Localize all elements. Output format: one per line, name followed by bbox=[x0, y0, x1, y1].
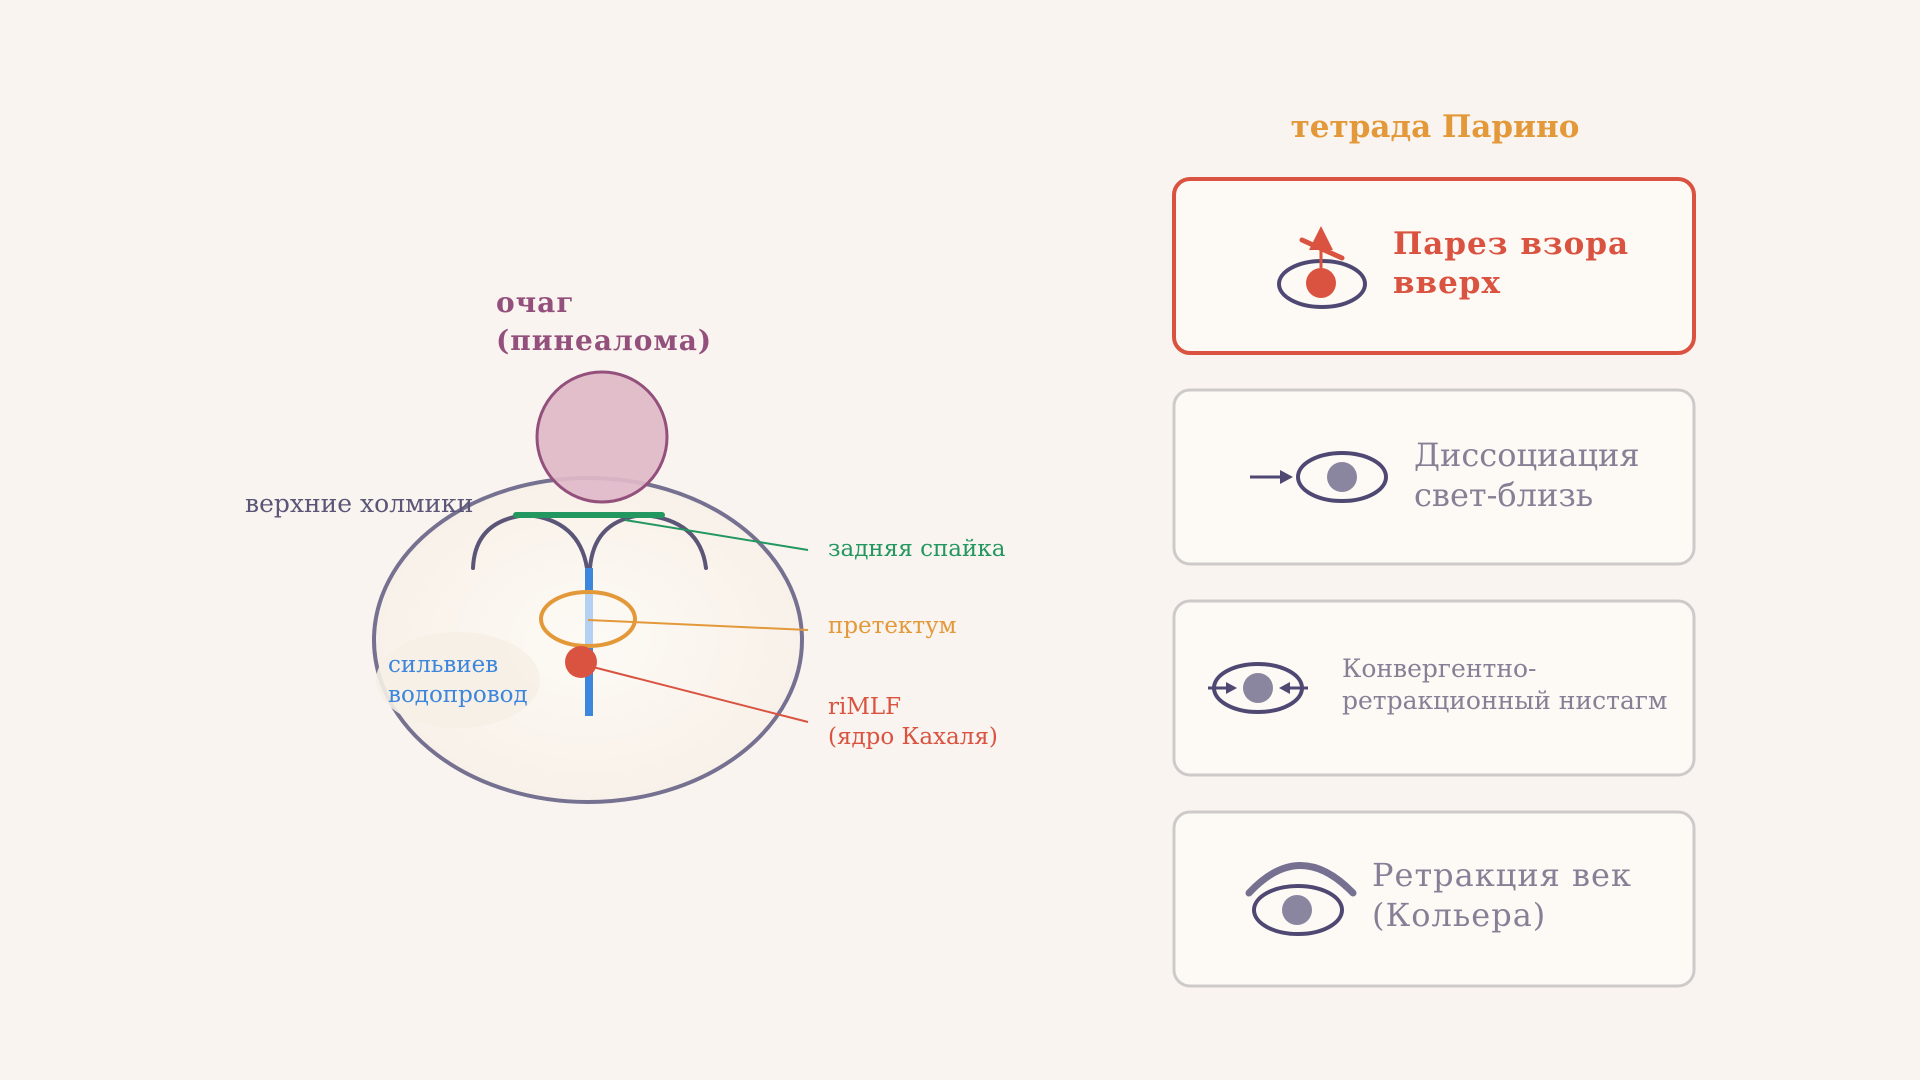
pinealoma-lesion bbox=[535, 370, 669, 504]
aqueduct-label-halo bbox=[376, 632, 540, 728]
lesion-label-line1: очаг bbox=[496, 286, 574, 319]
pretectum bbox=[539, 590, 637, 648]
lesion-label-line2: (пинеалома) bbox=[496, 324, 712, 357]
tetrad-title: тетрада Парино bbox=[1291, 109, 1580, 145]
card-label-line1: Диссоциация bbox=[1414, 436, 1640, 474]
pretectum-label: претектум bbox=[828, 613, 957, 639]
aqueduct-label-line2: водопровод bbox=[388, 682, 528, 708]
commissure-leader-line bbox=[624, 519, 809, 551]
pretectum-leader-line bbox=[587, 619, 809, 631]
card-frame bbox=[1172, 177, 1696, 355]
colliculi-label: верхние холмики bbox=[245, 489, 473, 518]
tetrad-card-upgaze-palsy[interactable]: Парез взора вверх bbox=[1172, 177, 1696, 355]
card-label-line2: (Кольера) bbox=[1372, 896, 1546, 934]
lid-retraction-eye-icon bbox=[1245, 862, 1357, 936]
light-near-dissociation-eye-icon bbox=[1250, 451, 1388, 503]
card-label-line1: Парез взора bbox=[1393, 226, 1629, 262]
commissure-label: задняя спайка bbox=[828, 536, 1006, 562]
card-frame bbox=[1172, 599, 1696, 777]
aqueduct-label-line1: сильвиев bbox=[388, 652, 498, 678]
card-label-line2: вверх bbox=[1393, 265, 1501, 301]
card-frame bbox=[1172, 810, 1696, 988]
convergence-retraction-eye-icon bbox=[1208, 662, 1308, 714]
rimlf-nucleus bbox=[565, 646, 597, 678]
tetrad-card-light-near-dissociation[interactable]: Диссоциация свет-близь bbox=[1172, 388, 1696, 566]
rimlf-leader-line bbox=[584, 664, 809, 723]
card-label-line1: Конвергентно- bbox=[1342, 654, 1536, 683]
tetrad-card-lid-retraction[interactable]: Ретракция век (Кольера) bbox=[1172, 810, 1696, 988]
card-frame bbox=[1172, 388, 1696, 566]
tetrad-card-convergence-retraction-nystagmus[interactable]: Конвергентно- ретракционный нистагм bbox=[1172, 599, 1696, 777]
upgaze-palsy-eye-icon bbox=[1277, 226, 1367, 309]
midbrain-diagram: очаг (пинеалома) верхние холмики задняя … bbox=[245, 286, 1006, 804]
rimlf-label-line1: riMLF bbox=[828, 694, 901, 720]
card-label-line2: свет-близь bbox=[1414, 476, 1593, 514]
parinaud-tetrad: тетрада Парино Парез взора вверх bbox=[1172, 109, 1696, 988]
card-label-line2: ретракционный нистагм bbox=[1342, 686, 1667, 715]
card-label-line1: Ретракция век bbox=[1372, 856, 1632, 894]
rimlf-label-line2: (ядро Кахаля) bbox=[828, 724, 998, 750]
